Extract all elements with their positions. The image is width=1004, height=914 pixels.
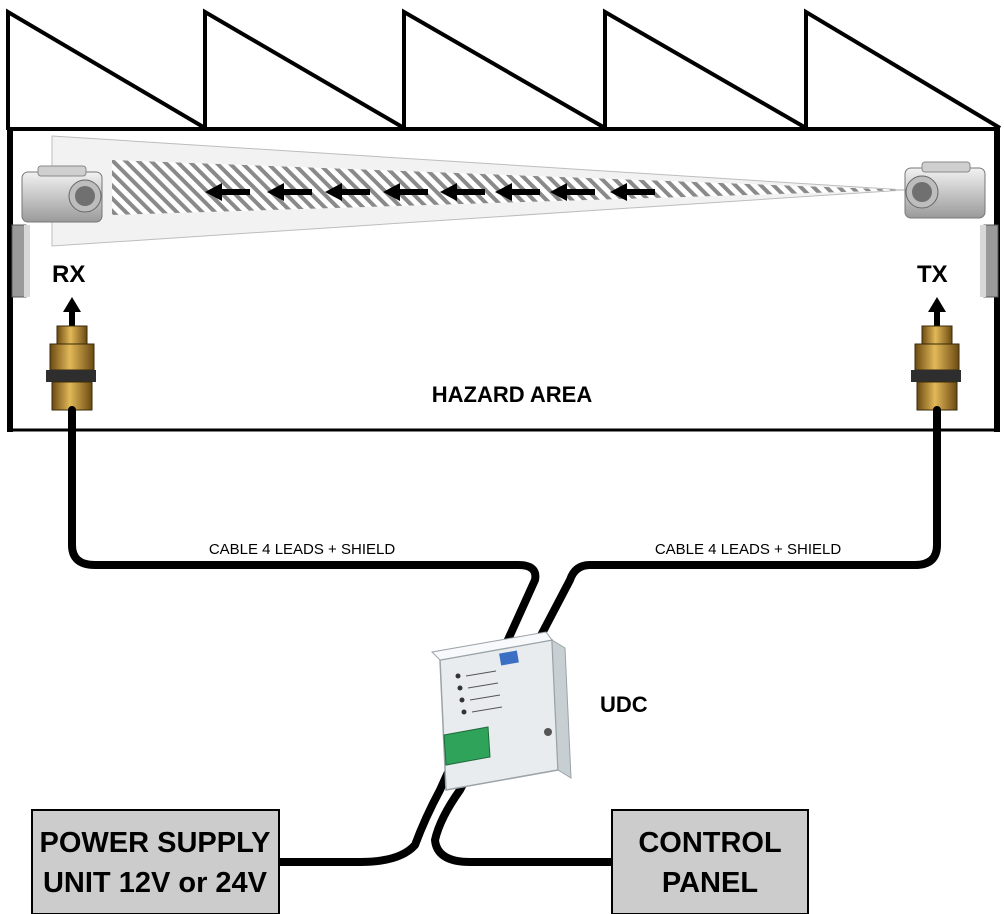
power-supply-box: POWER SUPPLY UNIT 12V or 24V bbox=[31, 809, 280, 914]
control-panel-box: CONTROL PANEL bbox=[611, 809, 809, 914]
tx-cable bbox=[431, 406, 941, 866]
beam-receiver-icon bbox=[11, 165, 103, 298]
control-panel-line2: PANEL bbox=[662, 867, 758, 899]
cable-label-left: CABLE 4 LEADS + SHIELD bbox=[209, 541, 396, 558]
arrow-left-icon bbox=[205, 183, 250, 201]
cable-gland-icon bbox=[911, 325, 961, 411]
arrow-left-icon bbox=[325, 183, 370, 201]
cables bbox=[68, 406, 941, 866]
arrow-left-icon bbox=[383, 183, 428, 201]
arrow-left-icon bbox=[267, 183, 312, 201]
hazard-area-room bbox=[7, 127, 1000, 432]
arrow-left-icon bbox=[440, 183, 485, 201]
tx-label: TX bbox=[917, 261, 948, 288]
control-panel-line1: CONTROL bbox=[638, 827, 781, 859]
hazard-area-label: HAZARD AREA bbox=[432, 382, 593, 407]
rx-cable bbox=[68, 406, 540, 866]
power-supply-line2: UNIT 12V or 24V bbox=[43, 867, 268, 899]
rx-label: RX bbox=[52, 261, 85, 288]
udc-module-icon bbox=[430, 631, 572, 791]
arrow-left-icon bbox=[550, 183, 595, 201]
arrow-up-icon bbox=[63, 297, 81, 326]
udc-label: UDC bbox=[600, 692, 648, 717]
power-supply-line1: POWER SUPPLY bbox=[40, 827, 271, 859]
beam-transmitter-icon bbox=[904, 161, 999, 298]
arrow-left-icon bbox=[610, 183, 655, 201]
arrow-up-icon bbox=[928, 297, 946, 326]
building-roof bbox=[6, 8, 1002, 130]
cable-gland-icon bbox=[46, 325, 96, 411]
beam-direction-arrows bbox=[205, 183, 655, 201]
arrow-left-icon bbox=[495, 183, 540, 201]
cable-label-right: CABLE 4 LEADS + SHIELD bbox=[655, 541, 842, 558]
signal-up-arrows bbox=[63, 297, 946, 326]
